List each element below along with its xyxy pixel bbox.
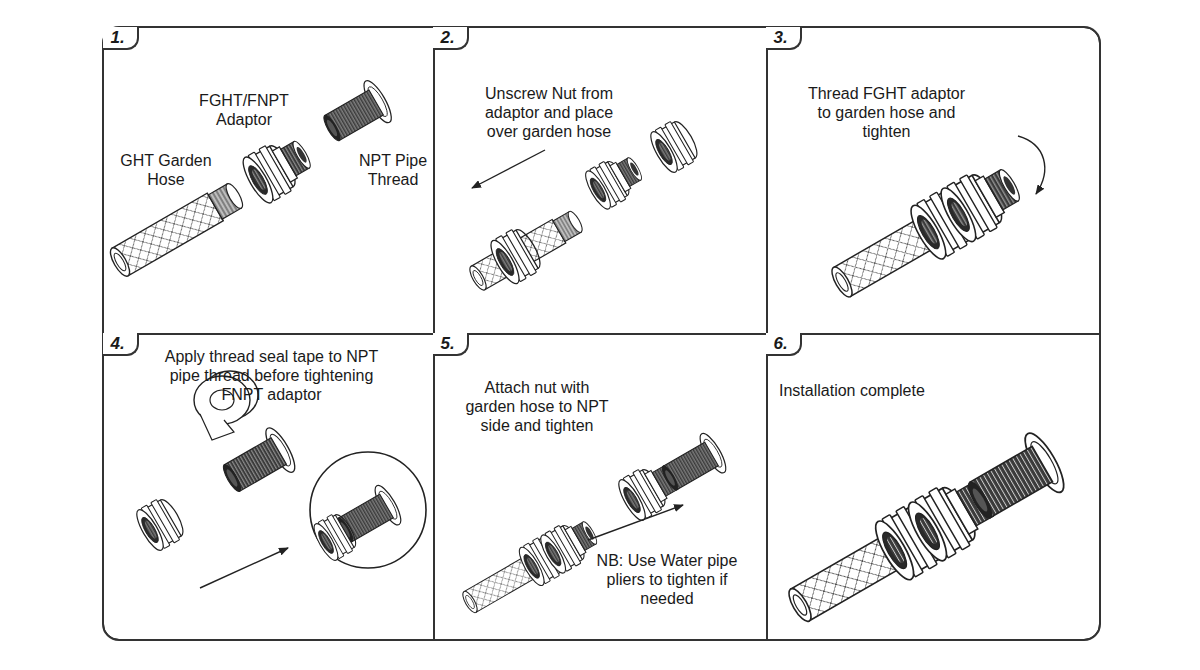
instruction-panel: 6. Installation complete bbox=[766, 333, 1100, 640]
motion-arrow bbox=[588, 505, 683, 540]
npt-pipe bbox=[655, 430, 730, 499]
detail-circle bbox=[310, 452, 426, 568]
npt-pipe bbox=[216, 424, 300, 502]
coupling-nut bbox=[132, 494, 188, 553]
step-number: 2. bbox=[433, 27, 469, 50]
part-label: NPT Pipe Thread bbox=[351, 151, 435, 189]
instruction-text: Attach nut with garden hose to NPT side … bbox=[461, 378, 613, 435]
rotate-arrow bbox=[1018, 136, 1045, 194]
coupling-nut bbox=[486, 224, 546, 287]
instruction-panel: 1. FGHT/FNPT AdaptorGHT Garden Hose NPT Pi… bbox=[103, 27, 435, 335]
outer-frame bbox=[103, 27, 1100, 640]
coupling-nut bbox=[310, 510, 361, 563]
tape-strip bbox=[200, 414, 234, 440]
instruction-text: Installation complete bbox=[779, 381, 999, 400]
adaptor bbox=[238, 130, 319, 207]
part-label: GHT Garden Hose bbox=[116, 151, 216, 189]
coupling-nut bbox=[646, 116, 702, 175]
instruction-text: Apply thread seal tape to NPT pipe threa… bbox=[164, 347, 379, 404]
instruction-panel: 5. Attach nut with garden hose to NPT sid… bbox=[433, 333, 768, 640]
step-number: 3. bbox=[766, 27, 802, 50]
motion-arrow bbox=[472, 150, 545, 188]
step-number: 4. bbox=[103, 333, 139, 356]
instruction-panel: 2. Unscrew Nut from adaptor and place ove… bbox=[433, 27, 768, 335]
step-number: 1. bbox=[103, 27, 139, 50]
motion-arrow bbox=[200, 548, 288, 588]
step-number: 6. bbox=[766, 333, 802, 356]
part-label: FGHT/FNPT Adaptor bbox=[194, 91, 294, 129]
step-number: 5. bbox=[433, 333, 469, 356]
instruction-text: Thread FGHT adaptor to garden hose and t… bbox=[804, 84, 969, 141]
hose-assembly bbox=[455, 512, 603, 623]
hose-assembly bbox=[821, 156, 1029, 311]
instruction-panel: 4. Apply thread seal tape to NPT pipe thr… bbox=[103, 333, 435, 640]
instruction-panel: 3. Thread FGHT adaptor to garden hose and… bbox=[766, 27, 1100, 335]
garden-hose bbox=[107, 180, 247, 279]
instruction-text: Unscrew Nut from adaptor and place over … bbox=[474, 84, 624, 141]
npt-pipe bbox=[316, 77, 396, 151]
adaptor bbox=[581, 148, 648, 212]
npt-pipe bbox=[958, 428, 1071, 532]
garden-hose bbox=[467, 208, 586, 292]
instruction-text: NB: Use Water pipe pliers to tighten if … bbox=[584, 551, 750, 608]
